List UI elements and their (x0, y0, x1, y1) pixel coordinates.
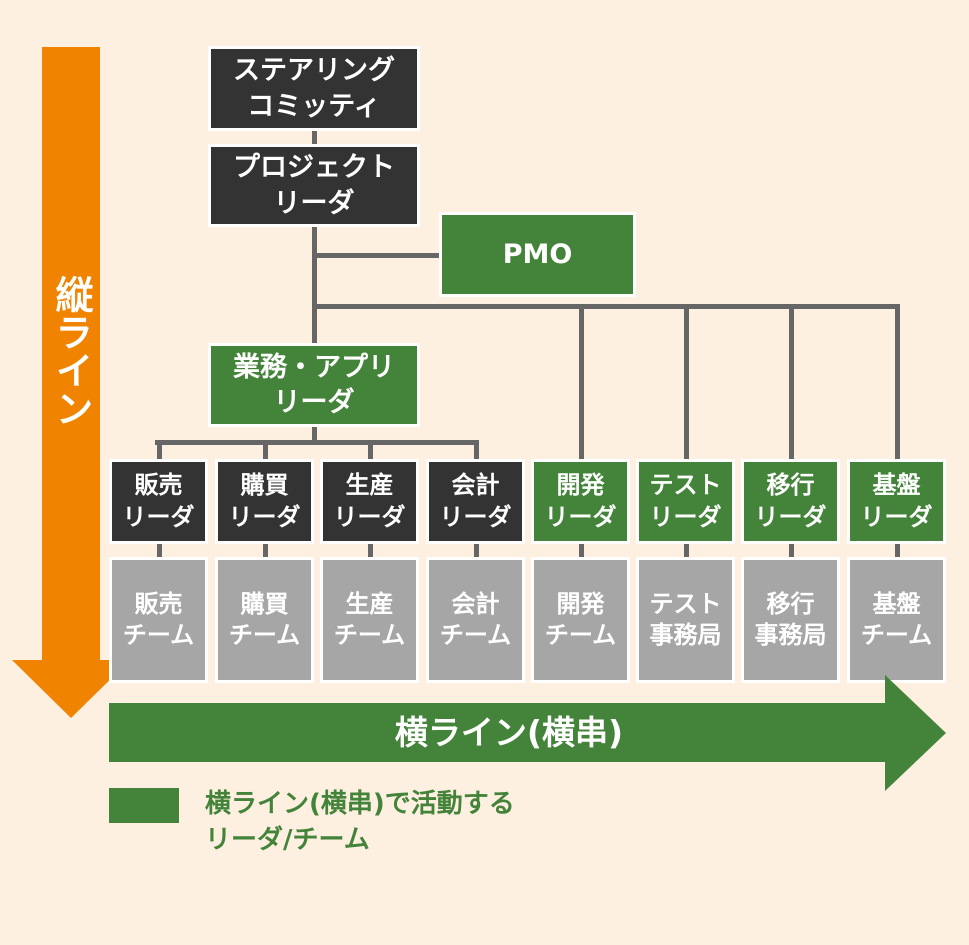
connector (578, 304, 584, 462)
connector (156, 440, 162, 462)
legend-swatch (109, 788, 179, 823)
team-box: 開発 チーム (531, 557, 630, 683)
team-box: 移行 事務局 (741, 557, 840, 683)
connector (683, 304, 689, 462)
connector (367, 440, 373, 462)
connector (156, 542, 162, 560)
pmo-box: PMO (439, 212, 636, 297)
connector (312, 304, 898, 309)
team-box: 販売 チーム (109, 557, 208, 683)
leader-box: テスト リーダ (636, 459, 735, 544)
connector (788, 304, 794, 462)
horizontal-line-label: 横ライン(横串) (394, 713, 624, 752)
connector (312, 128, 317, 148)
connector (788, 542, 794, 560)
connector (312, 424, 317, 445)
team-box: 生産 チーム (320, 557, 419, 683)
team-box: 購買 チーム (215, 557, 314, 683)
connector (683, 542, 689, 560)
business-app-leader-box: 業務・アプリ リーダ (208, 343, 420, 427)
leader-box: 基盤 リーダ (847, 459, 946, 544)
team-box: 会計 チーム (426, 557, 525, 683)
horizontal-line-arrow: 横ライン(横串) (109, 675, 946, 791)
connector (312, 224, 317, 346)
connector (578, 542, 584, 560)
connector (312, 253, 442, 258)
connector (894, 542, 900, 560)
connector (262, 542, 268, 560)
legend-label: 横ライン(横串)で活動する リーダ/チーム (205, 789, 515, 855)
leader-box: 移行 リーダ (741, 459, 840, 544)
connector (894, 304, 900, 462)
connector (262, 440, 268, 462)
leader-box: 購買 リーダ (215, 459, 314, 544)
team-box: テスト 事務局 (636, 557, 735, 683)
steering-committee-box: ステアリング コミッティ (208, 46, 420, 131)
leader-box: 会計 リーダ (426, 459, 525, 544)
leader-box: 販売 リーダ (109, 459, 208, 544)
project-leader-box: プロジェクト リーダ (208, 144, 420, 227)
connector (155, 440, 478, 445)
connector (473, 440, 479, 462)
vertical-line-label: 縦ライン (49, 275, 93, 427)
connector (367, 542, 373, 560)
team-box: 基盤 チーム (847, 557, 946, 683)
leader-box: 開発 リーダ (531, 459, 630, 544)
connector (473, 542, 479, 560)
leader-box: 生産 リーダ (320, 459, 419, 544)
